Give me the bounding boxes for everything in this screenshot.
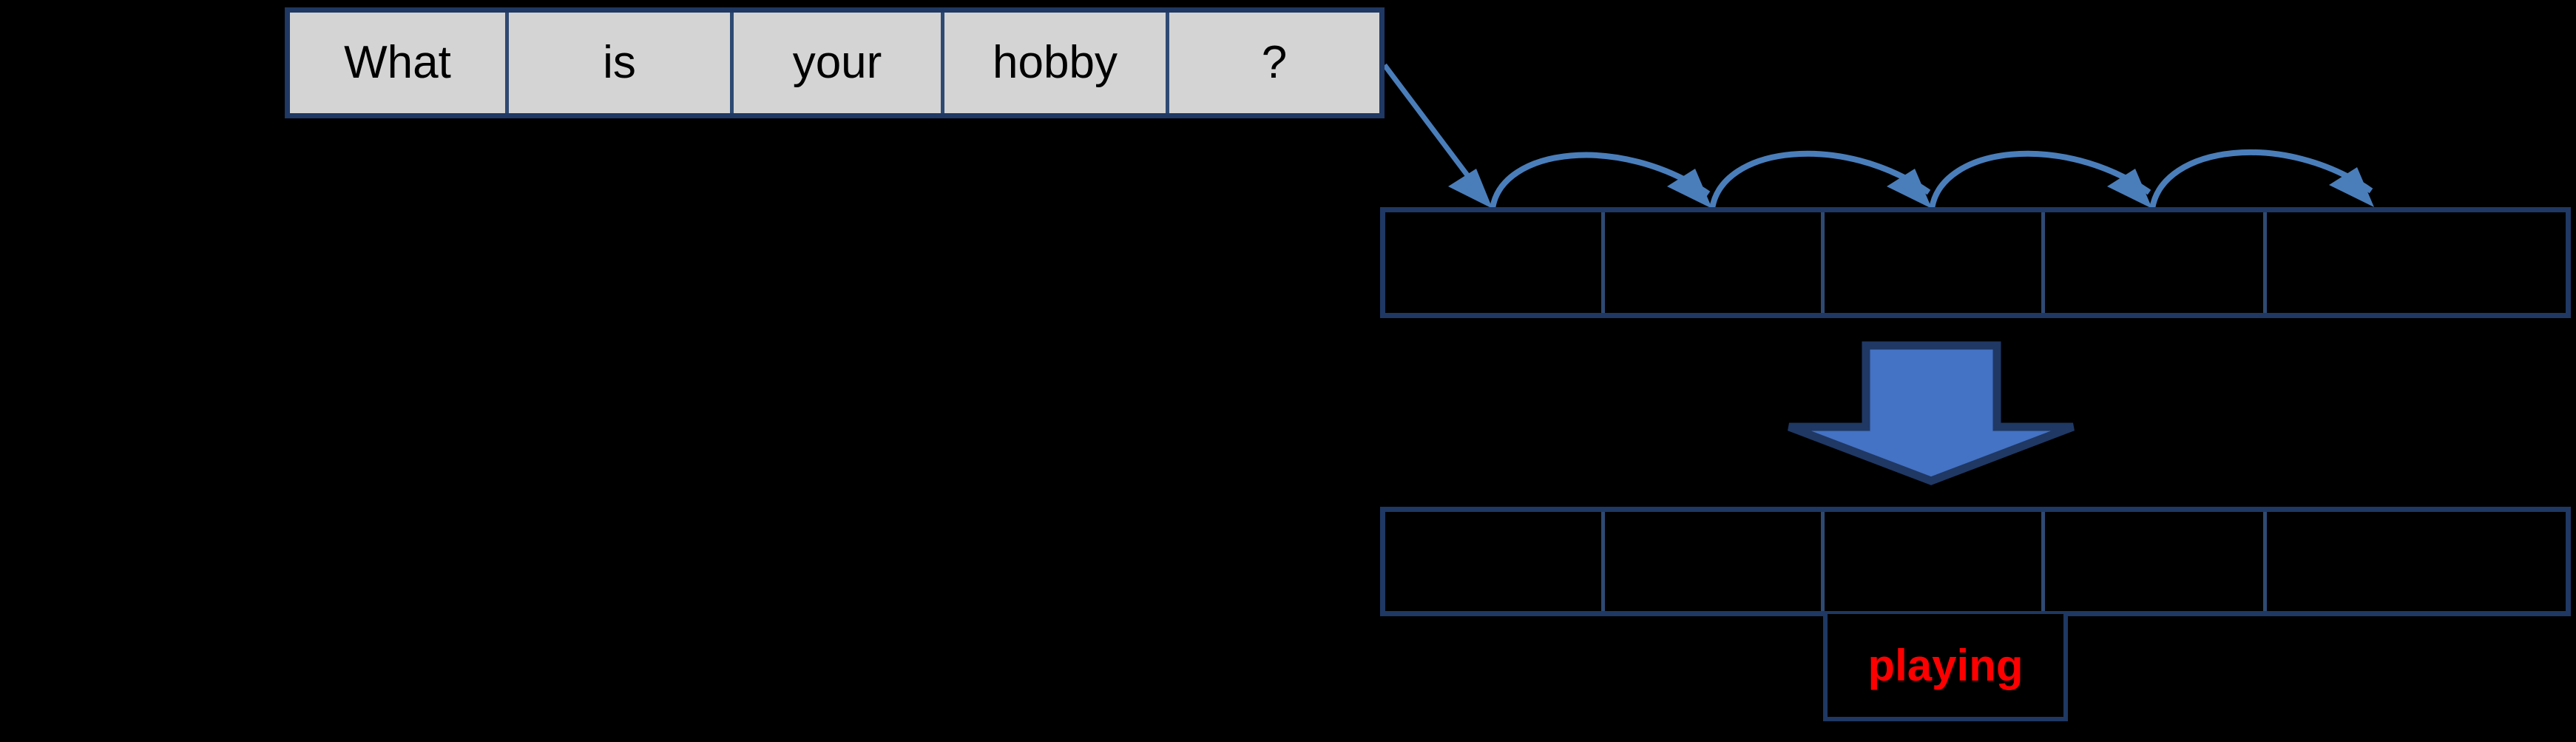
feed-diagonal-arrow [1382,63,1492,209]
input-token-cell-0[interactable]: What [290,13,509,113]
decoder-state-row [1380,507,2571,616]
encoder-state-cell-0[interactable] [1385,212,1605,313]
output-token-cell[interactable]: playing [1823,614,2068,721]
recurrent-arc-3 [1929,150,2152,209]
encoder-state-cell-1[interactable] [1605,212,1825,313]
input-token-cell-2[interactable]: your [734,13,944,113]
output-token-label: playing [1867,640,2024,690]
decoder-state-cell-4[interactable] [2267,512,2566,611]
decoder-state-cell-1[interactable] [1605,512,1825,611]
decoder-state-cell-0[interactable] [1385,512,1605,611]
input-token-cell-4[interactable]: ? [1169,13,1379,113]
input-token-row: What is your hobby ? [285,7,1385,118]
encoder-state-cell-2[interactable] [1825,212,2045,313]
input-token-cell-3[interactable]: hobby [944,13,1169,113]
encoder-to-decoder-arrow [1788,341,2075,485]
decoder-state-cell-3[interactable] [2045,512,2267,611]
encoder-state-row [1380,207,2571,318]
encoder-state-cell-4[interactable] [2267,212,2566,313]
recurrent-arc-2 [1709,150,1932,209]
decoder-state-cell-2[interactable] [1825,512,2045,611]
encoder-state-cell-3[interactable] [2045,212,2267,313]
recurrent-arc-4 [2149,149,2374,209]
input-token-cell-1[interactable]: is [509,13,734,113]
recurrent-arc-1 [1490,152,1712,209]
